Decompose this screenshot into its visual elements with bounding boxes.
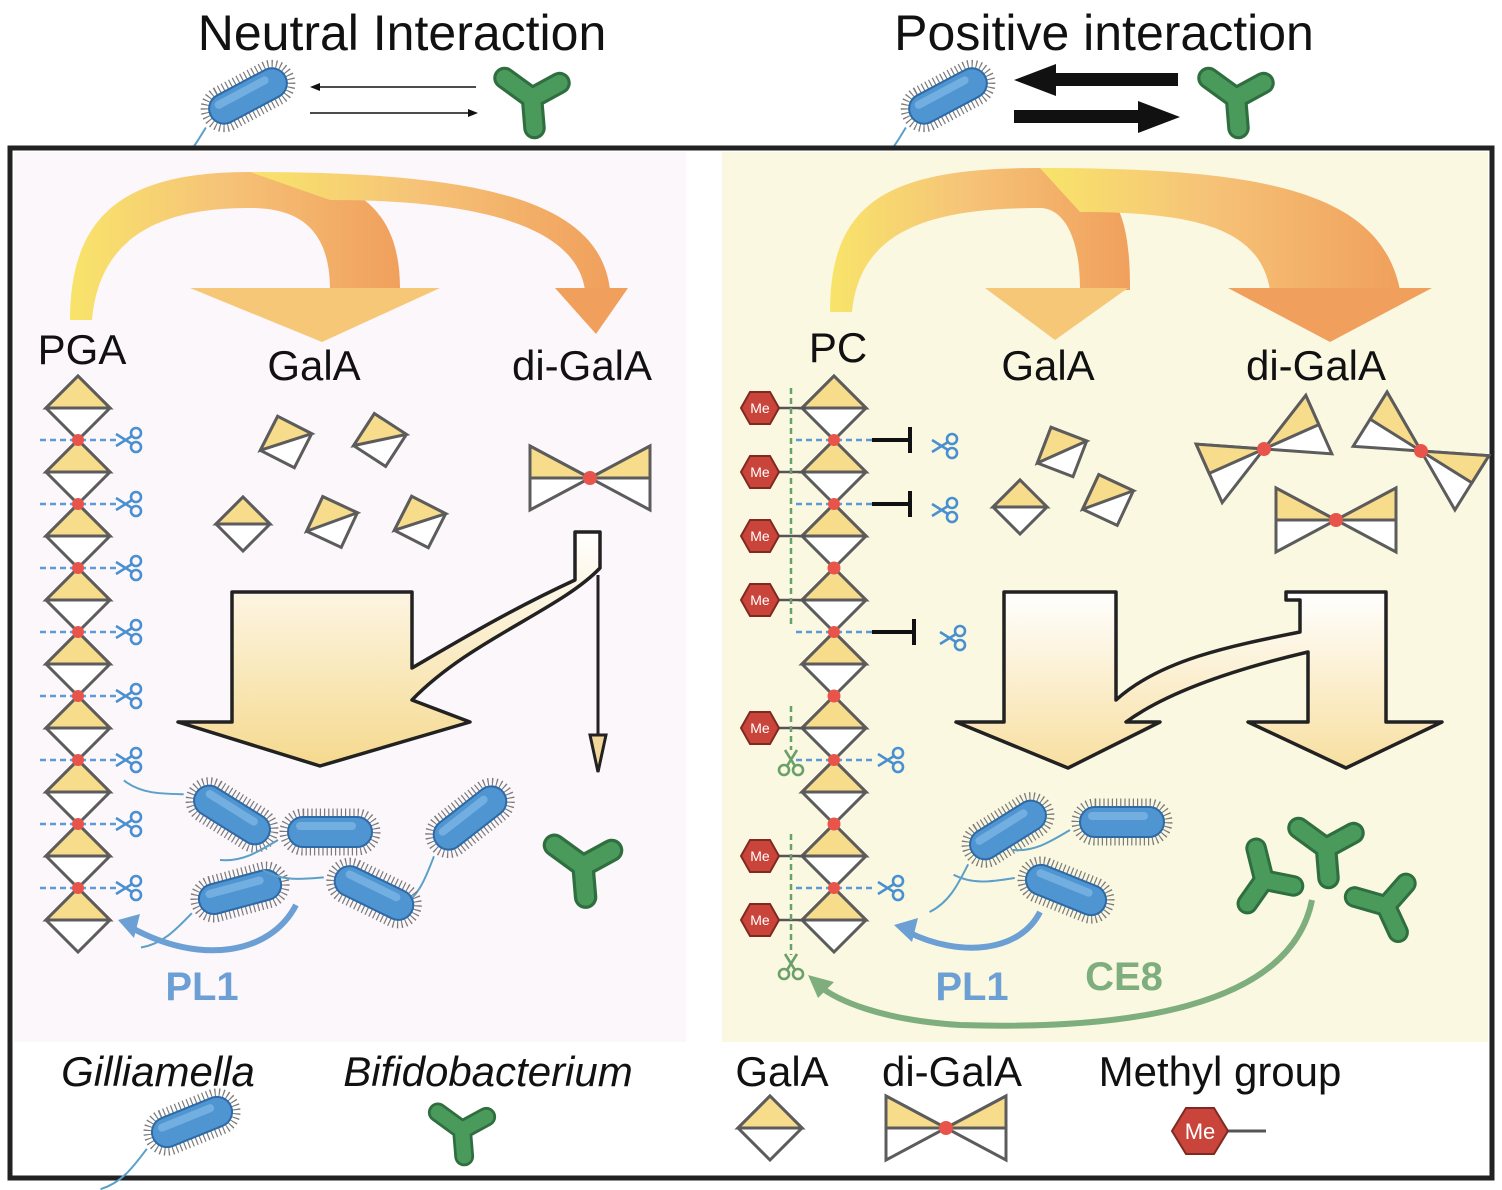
left-monomer-label: GalA bbox=[267, 342, 360, 389]
pga-cleavage-sites bbox=[40, 426, 143, 902]
left-cleavage-arcs bbox=[70, 172, 628, 342]
legend-bifidobacterium-label: Bifidobacterium bbox=[343, 1048, 632, 1095]
methyl-badge-text: Me bbox=[750, 848, 770, 864]
right-ce8-label: CE8 bbox=[1085, 955, 1163, 999]
left-dimer-label: di-GalA bbox=[512, 342, 652, 389]
left-pl1-label: PL1 bbox=[165, 965, 238, 1009]
right-monomer-label: GalA bbox=[1001, 342, 1094, 389]
pc-cleavage-sites bbox=[796, 434, 905, 902]
positive-interaction-title: Positive interaction bbox=[894, 5, 1314, 61]
neutral-bifido-icon bbox=[505, 78, 560, 128]
positive-bifido-icon bbox=[1209, 78, 1264, 128]
left-pl1-arrow bbox=[118, 903, 299, 954]
left-digala-uptake-arrow bbox=[588, 575, 608, 773]
legend-gilliamella-label: Gilliamella bbox=[61, 1048, 255, 1095]
right-ce8-arrow bbox=[808, 899, 1315, 1029]
left-polymer-label: PGA bbox=[38, 326, 127, 373]
neutral-interaction-title: Neutral Interaction bbox=[198, 5, 607, 61]
right-pl1-label: PL1 bbox=[935, 965, 1008, 1009]
left-gala-uptake-arrow bbox=[176, 530, 602, 768]
methyl-badge-text: Me bbox=[750, 400, 770, 416]
pga-chain bbox=[44, 374, 112, 954]
pc-bonds bbox=[827, 561, 841, 831]
right-polymer-label: PC bbox=[809, 324, 867, 371]
methyl-badge-text: Me bbox=[750, 592, 770, 608]
right-gala-uptake-arrow bbox=[954, 590, 1444, 770]
pc-demethylation-lines bbox=[777, 388, 805, 981]
right-pl1-arrow bbox=[894, 910, 1043, 951]
methyl-badge-text: Me bbox=[750, 720, 770, 736]
neutral-interaction-arrows bbox=[310, 83, 478, 117]
legend-methyl-badge: Me bbox=[1185, 1119, 1216, 1144]
legend-methyl-icon: Me bbox=[1170, 1107, 1266, 1155]
legend-digala-label: di-GalA bbox=[882, 1048, 1022, 1095]
methyl-badge-text: Me bbox=[750, 528, 770, 544]
legend-gala-label: GalA bbox=[735, 1048, 828, 1095]
right-dimer-label: di-GalA bbox=[1246, 342, 1386, 389]
pc-inhibited-cleavage bbox=[872, 427, 967, 652]
positive-interaction-arrows bbox=[1014, 64, 1180, 133]
legend-methyl-label: Methyl group bbox=[1099, 1048, 1342, 1095]
pc-chain bbox=[800, 374, 868, 954]
right-cleavage-arcs bbox=[830, 168, 1432, 342]
methyl-badge-text: Me bbox=[750, 912, 770, 928]
methyl-badge-text: Me bbox=[750, 464, 770, 480]
